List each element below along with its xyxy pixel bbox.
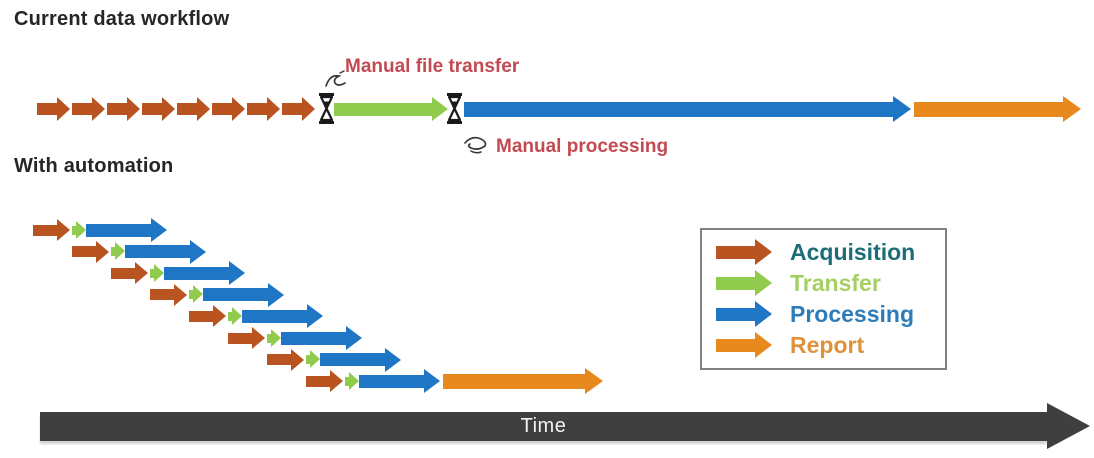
legend-item-transfer: Transfer: [716, 270, 935, 298]
acquisition-arrow: [37, 97, 70, 121]
acquisition-arrow: [150, 284, 187, 306]
acquisition-arrow: [33, 219, 70, 241]
automation-title: With automation: [14, 155, 173, 178]
acquisition-arrow: [72, 241, 109, 263]
report-arrow: [443, 368, 603, 394]
legend-item-processing: Processing: [716, 301, 935, 329]
time-axis-label: Time: [521, 415, 567, 438]
acquisition-arrow: [282, 97, 315, 121]
transfer-arrow: [334, 97, 448, 121]
acquisition-arrow: [111, 262, 148, 284]
acquisition-arrow: [247, 97, 280, 121]
legend-label: Acquisition: [790, 241, 915, 264]
processing-arrow: [464, 96, 911, 122]
report-arrow: [914, 96, 1081, 122]
legend-arrow-icon: [716, 301, 774, 329]
acquisition-arrow: [267, 349, 304, 371]
manual-file-transfer-label: Manual file transfer: [345, 56, 519, 78]
legend-label: Transfer: [790, 272, 881, 295]
legend-arrow: [716, 239, 772, 266]
transfer-arrow: [267, 329, 281, 348]
acquisition-arrow: [107, 97, 140, 121]
legend-item-acquisition: Acquisition: [716, 239, 935, 267]
legend-label: Report: [790, 334, 864, 357]
acquisition-arrow: [189, 305, 226, 327]
transfer-arrow: [150, 264, 164, 283]
processing-arrow: [359, 369, 440, 393]
legend-item-report: Report: [716, 332, 935, 360]
manual-hand-icon: [462, 134, 490, 156]
time-axis-bar: Time: [40, 412, 1047, 441]
legend-arrow-icon: [716, 332, 774, 360]
processing-arrow: [203, 283, 284, 307]
legend-label: Processing: [790, 303, 914, 326]
legend-arrow: [716, 270, 772, 297]
processing-arrow: [320, 348, 401, 372]
transfer-arrow: [111, 242, 125, 261]
legend-arrow: [716, 301, 772, 328]
acquisition-arrow: [142, 97, 175, 121]
transfer-arrow: [306, 350, 320, 369]
processing-arrow: [164, 261, 245, 285]
legend-arrow: [716, 332, 772, 359]
current-workflow-title: Current data workflow: [14, 8, 229, 31]
transfer-arrow: [228, 307, 242, 326]
processing-arrow: [125, 240, 206, 264]
acquisition-arrow: [177, 97, 210, 121]
transfer-arrow: [72, 221, 86, 240]
transfer-arrow: [189, 285, 203, 304]
processing-arrow: [242, 304, 323, 328]
legend-arrow-icon: [716, 239, 774, 267]
hourglass-icon: [445, 92, 464, 130]
acquisition-arrow: [228, 327, 265, 349]
processing-arrow: [281, 326, 362, 350]
acquisition-arrow: [72, 97, 105, 121]
legend-arrow-icon: [716, 270, 774, 298]
legend: AcquisitionTransferProcessingReport: [700, 228, 947, 370]
transfer-arrow: [345, 372, 359, 391]
processing-arrow: [86, 218, 167, 242]
time-axis-arrowhead-icon: [1047, 403, 1090, 449]
acquisition-arrow: [306, 370, 343, 392]
acquisition-arrow: [212, 97, 245, 121]
manual-processing-label: Manual processing: [496, 136, 668, 158]
